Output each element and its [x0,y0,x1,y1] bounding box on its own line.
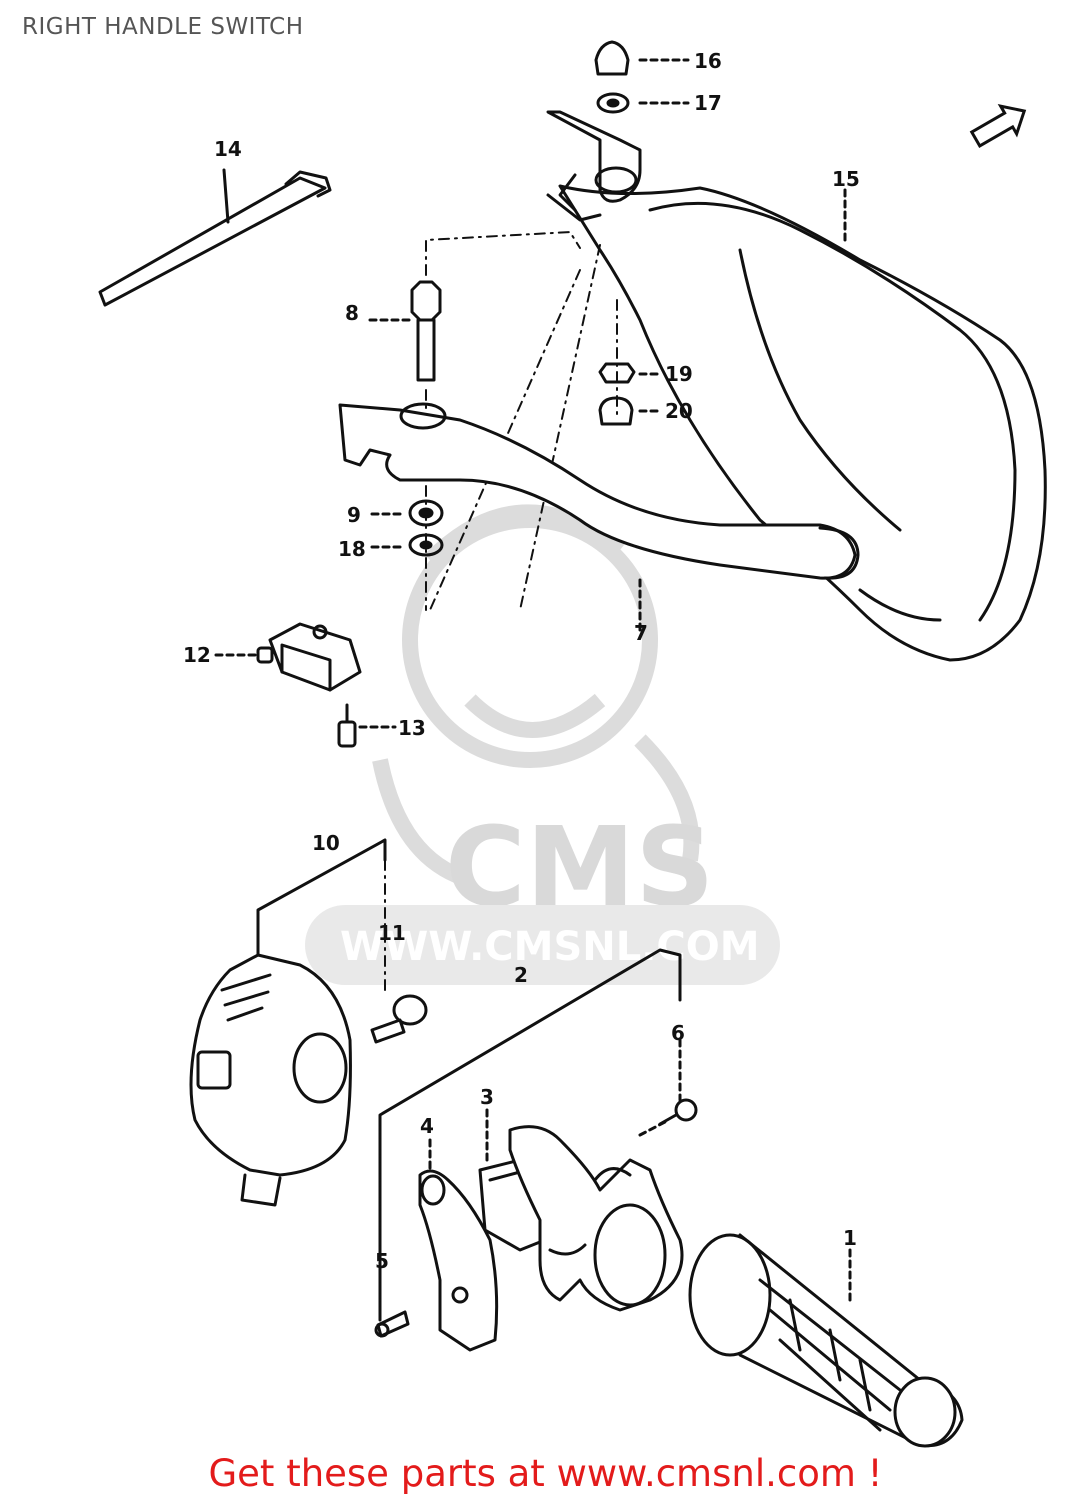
part-number-labels: 16 17 15 14 8 19 20 9 18 7 12 13 10 11 2… [183,49,860,1273]
part-label-6: 6 [671,1021,685,1045]
part-label-15: 15 [832,167,860,191]
part-15-hand-guard [558,184,1047,662]
part-2-group-bracket [378,948,682,1322]
part-label-12: 12 [183,643,211,667]
part-14-cable-tie [98,168,332,307]
part-label-8: 8 [345,301,359,325]
part-label-3: 3 [480,1085,494,1109]
part-label-13: 13 [398,716,426,740]
part-label-1: 1 [843,1226,857,1250]
part-label-5: 5 [375,1249,389,1273]
part-4-plate [418,1138,499,1352]
footer-link[interactable]: Get these parts at www.cmsnl.com ! [208,1452,883,1495]
part-8-bolt [368,280,442,382]
part-10-switch-housing [189,838,387,1207]
part-7-lever [338,402,860,632]
part-16-cap-nut [594,40,690,76]
part-label-11: 11 [378,921,406,945]
part-5-screw [374,1310,410,1338]
part-19-nut [598,362,664,384]
part-15-mount-bracket [546,110,642,222]
part-label-10: 10 [312,831,340,855]
direction-arrow-icon [969,104,1027,148]
part-13-screw [337,703,397,748]
part-label-7: 7 [634,621,648,645]
part-12-switch [214,622,362,692]
part-label-9: 9 [347,503,361,527]
part-label-18: 18 [338,537,366,561]
part-label-17: 17 [694,91,722,115]
part-20-cap [598,396,664,426]
part-1-throttle-grip [688,1233,964,1448]
part-11-screw [370,994,428,1044]
part-label-19: 19 [665,362,693,386]
watermark-url-band [305,905,780,985]
part-6-screw [638,1098,698,1137]
part-17-washer [596,92,690,114]
watermark-url: WWW.CMSNL.COM [340,924,760,970]
part-switch-front-half [508,1125,684,1312]
part-label-2: 2 [514,963,528,987]
part-label-14: 14 [214,137,242,161]
part-9-nut [370,499,444,527]
part-label-16: 16 [694,49,722,73]
watermark-mascot [372,504,700,888]
page-title: RIGHT HANDLE SWITCH [22,14,304,40]
part-18-washer [370,533,444,557]
watermark: CMS WWW.CMSNL.COM [305,504,780,985]
part-label-20: 20 [665,399,693,423]
part-label-4: 4 [420,1114,434,1138]
